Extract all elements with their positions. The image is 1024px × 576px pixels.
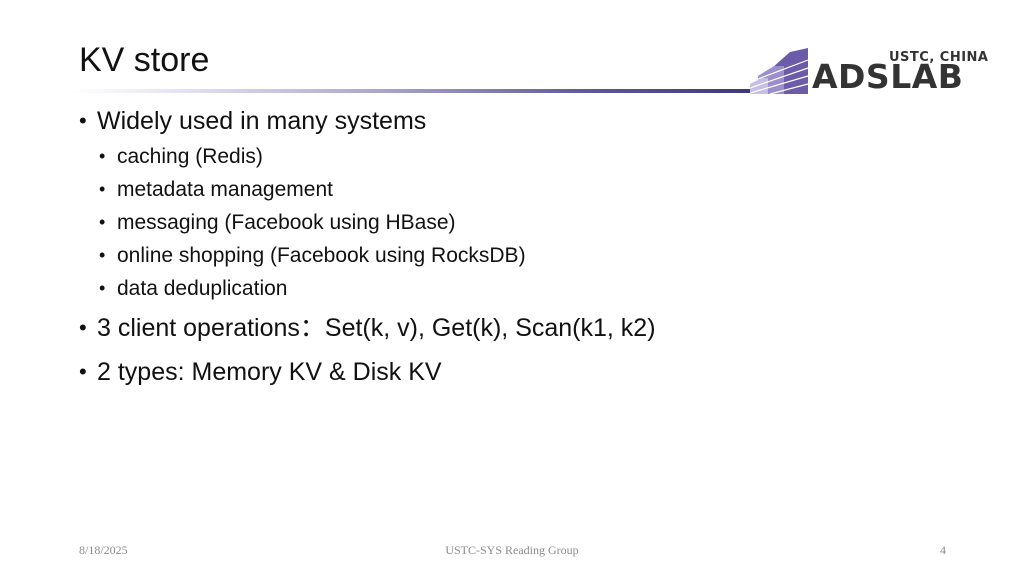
bullet-text: 3 client operations：Set(k, v), Get(k), S… <box>97 314 656 342</box>
page-number: 4 <box>940 543 946 557</box>
sub-bullet-item: online shopping (Facebook using RocksDB) <box>99 239 656 272</box>
bullet-list: Widely used in many systems caching (Red… <box>79 104 656 389</box>
sub-bullet-item: data deduplication <box>99 272 656 305</box>
sub-bullet-item: messaging (Facebook using HBase) <box>99 206 656 239</box>
sub-bullet-group: caching (Redis) metadata management mess… <box>79 140 656 305</box>
bullet-item: Widely used in many systems <box>79 104 656 138</box>
sub-bullet-item: caching (Redis) <box>99 140 656 173</box>
bullet-item: 3 client operations：Set(k, v), Get(k), S… <box>79 311 656 345</box>
footer-date: 8/18/2025 <box>79 543 128 557</box>
logo-caption: USTC, CHINA <box>889 50 989 65</box>
bullet-item: 2 types: Memory KV & Disk KV <box>79 355 656 389</box>
sub-bullet-list: caching (Redis) metadata management mess… <box>99 140 656 305</box>
bullet-text: Widely used in many systems <box>97 107 427 135</box>
logo-wordmark: ADSLAB <box>812 57 964 96</box>
bullet-text: 2 types: Memory KV & Disk KV <box>97 358 442 386</box>
logo-building-icon <box>750 48 809 95</box>
slide-title: KV store <box>79 41 210 79</box>
title-divider <box>72 89 762 93</box>
sub-bullet-item: metadata management <box>99 173 656 206</box>
adslab-logo-icon <box>750 48 809 95</box>
footer-title: USTC-SYS Reading Group <box>445 543 579 557</box>
